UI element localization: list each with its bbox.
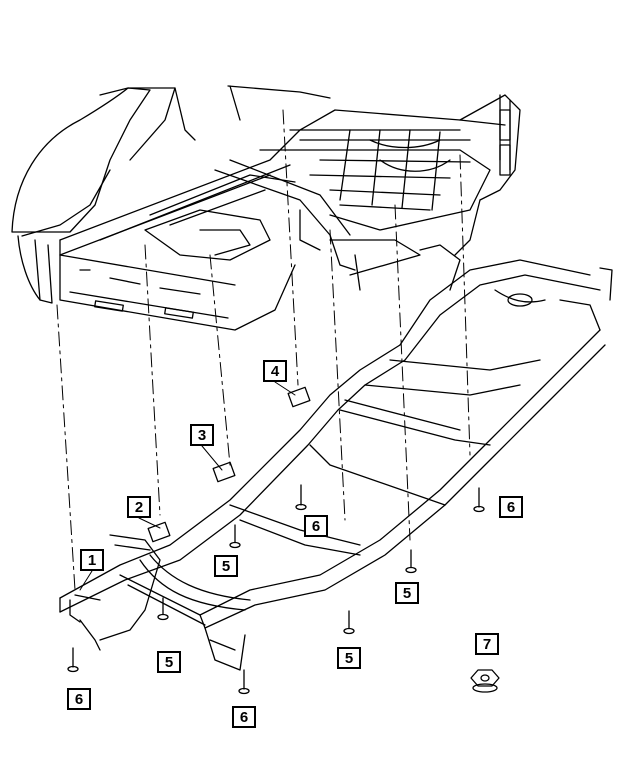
vehicle-body-underside [11,85,521,331]
callout-6: 6 [232,706,256,728]
bolt-6c [67,647,79,673]
bolt-6d [238,669,250,695]
callout-5: 5 [395,582,419,604]
callout-leaders [79,381,296,591]
callout-5: 5 [214,555,238,577]
bolt-6a [295,484,307,511]
callout-2: 2 [127,496,151,518]
callout-7: 7 [475,633,499,655]
bolt-5b [157,597,169,621]
callout-3: 3 [190,424,214,446]
bolts [67,484,485,695]
callout-6: 6 [304,515,328,537]
flange-nut [470,669,500,693]
callout-5: 5 [157,651,181,673]
callout-6: 6 [499,496,523,518]
bolt-5d [405,549,417,574]
callout-6: 6 [67,688,91,710]
callout-5: 5 [337,647,361,669]
bolt-5a [229,524,241,549]
bolt-6b [473,487,485,513]
frame-assembly [59,244,613,671]
callout-4: 4 [263,360,287,382]
bolt-5c [343,610,355,635]
callout-1: 1 [80,549,104,571]
alignment-leader-lines [56,109,471,591]
